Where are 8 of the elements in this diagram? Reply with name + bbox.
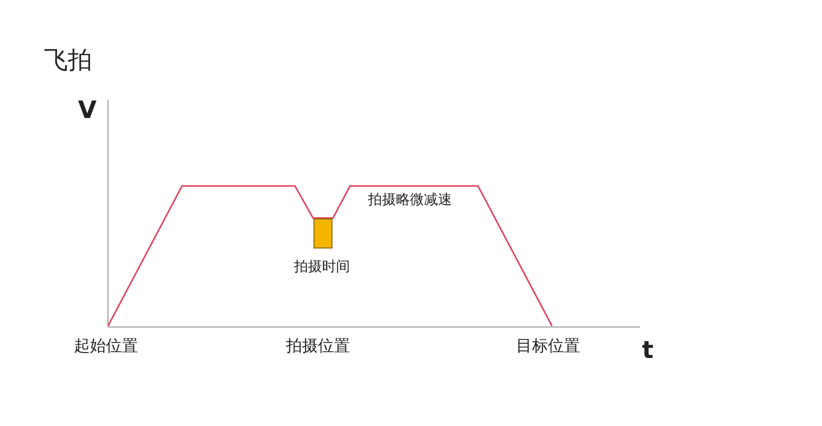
position-label: 目标位置 [516,336,580,357]
curve-annotation: 拍摄略微减速 [368,191,452,209]
axis-label: V [78,96,97,124]
position-label: 拍摄位置 [286,336,350,357]
axis-label: t [642,336,654,364]
bar-annotation: 拍摄时间 [294,258,350,276]
position-label: 起始位置 [74,336,138,357]
chart-title: 飞拍 [44,45,92,76]
